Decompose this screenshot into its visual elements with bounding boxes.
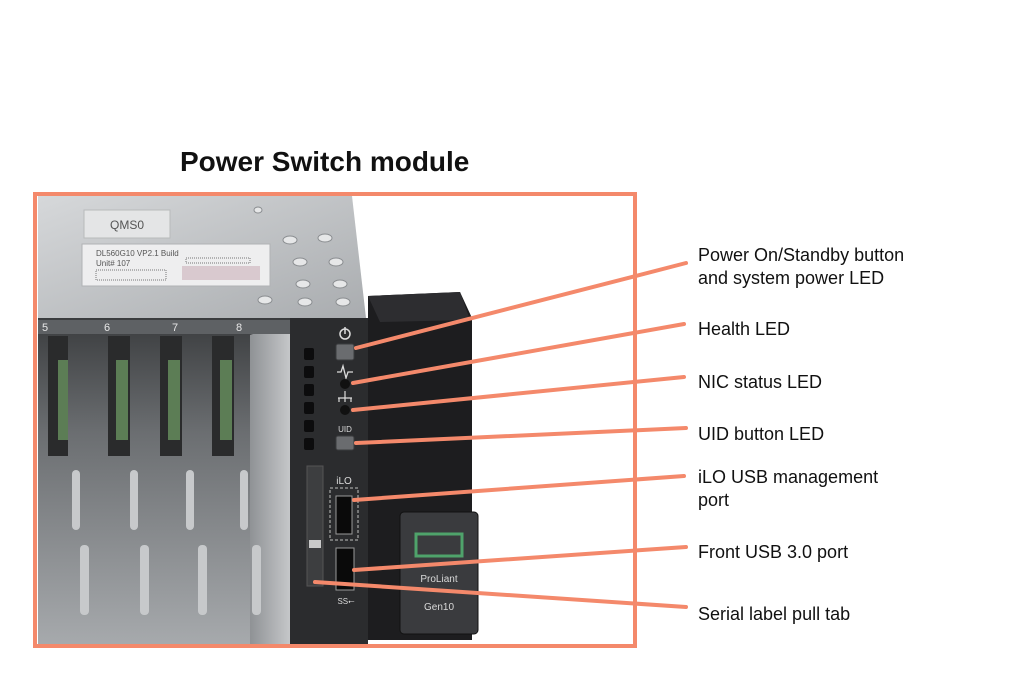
callout-line-health — [351, 322, 686, 385]
sticker-label-line1: DL560G10 VP2.1 Build — [96, 249, 179, 258]
chassis-screws — [253, 206, 351, 307]
bay-number-strip — [38, 320, 290, 334]
server-chassis: QMS0 DL560G10 VP2.1 Build Unit# 107 5 6 … — [38, 196, 479, 646]
chassis-sticker-label: DL560G10 VP2.1 Build Unit# 107 — [81, 243, 271, 287]
highlight-frame — [33, 192, 637, 648]
badge-line1: ProLiant — [420, 574, 457, 585]
uid-label: UID — [338, 425, 352, 434]
callout-lines — [313, 261, 688, 609]
svg-text:SS⭠: SS⭠ — [337, 597, 355, 606]
hpe-logo-icon — [414, 532, 464, 558]
diagram-title: Power Switch module — [180, 146, 470, 177]
callout-line-nic — [351, 375, 686, 412]
callout-line-ilo — [352, 474, 686, 502]
callout-label-serial-label-tab: Serial label pull tab — [698, 604, 851, 624]
callout-line-uid — [354, 426, 688, 445]
sticker-label-line2: Unit# 107 — [96, 259, 131, 268]
chassis-sticker-top: QMS0 — [83, 209, 171, 239]
ilo-usb-port: iLO — [329, 476, 359, 541]
bay-number-5: 5 — [42, 322, 48, 334]
bay-number-8: 8 — [236, 322, 242, 334]
vent-holes — [304, 348, 314, 450]
callout-label-ilo-usb-port: iLO USB management port — [698, 467, 879, 510]
power-button — [335, 327, 355, 361]
drive-slot-rails — [48, 336, 261, 615]
callout-label-health-led: Health LED — [698, 319, 791, 339]
callout-line-serial — [313, 580, 688, 609]
callout-line-power — [354, 261, 688, 350]
ilo-label: iLO — [336, 476, 352, 487]
callout-line-usb — [352, 545, 688, 572]
nic-led — [338, 391, 352, 415]
callout-label-nic-status-led: NIC status LED — [698, 372, 823, 392]
health-led — [337, 363, 353, 389]
sticker-top-text: QMS0 — [110, 218, 144, 232]
bay-number-7: 7 — [172, 322, 178, 334]
bay-numbers: 5 6 7 8 — [42, 322, 242, 334]
serial-label-tab — [306, 465, 324, 587]
badge-line2: Gen10 — [424, 602, 454, 613]
control-panel — [290, 318, 368, 646]
callout-label-front-usb-port: Front USB 3.0 port — [698, 542, 849, 562]
uid-button: UID — [335, 425, 355, 451]
health-icon — [337, 363, 353, 381]
front-usb-port: SS⭠ — [335, 547, 355, 606]
serial-tab-tag — [309, 540, 321, 548]
callout-label-uid-button-led: UID button LED — [698, 424, 825, 444]
callout-label-power-on-standby: Power On/Standby button and system power… — [698, 245, 905, 288]
network-icon — [338, 391, 352, 402]
proliant-badge: ProLiant Gen10 — [399, 511, 479, 635]
bay-number-6: 6 — [104, 322, 110, 334]
